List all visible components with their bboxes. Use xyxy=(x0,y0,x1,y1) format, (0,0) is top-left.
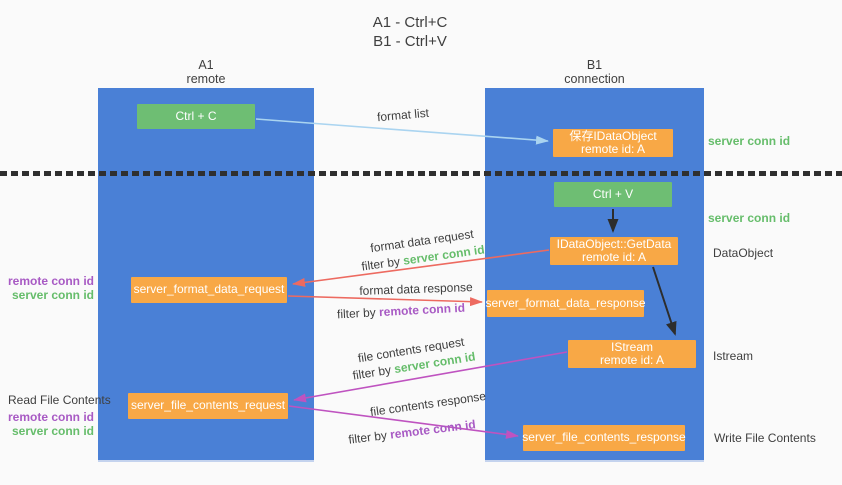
format-list-label: format list xyxy=(376,105,430,125)
dataobject-annotation: DataObject xyxy=(713,246,774,260)
server-conn-id-annotation-left-mid: server conn id xyxy=(11,287,94,302)
write-file-contents-annotation: Write File Contents xyxy=(714,431,816,445)
getdata-line1: IDataObject::GetData xyxy=(556,236,672,251)
ctrl-c-label: Ctrl + C xyxy=(175,108,217,123)
filter-by-text: filter by xyxy=(347,428,388,447)
session-divider-dotted-line xyxy=(0,171,842,176)
istream-line2: remote id: A xyxy=(599,353,665,367)
server-file-contents-response-node: server_file_contents_response xyxy=(522,425,686,451)
save-dataobject-line1: 保存IDataObject xyxy=(569,128,657,143)
getdata-node: IDataObject::GetData remote id: A xyxy=(550,237,678,265)
server-format-data-request-node: server_format_data_request xyxy=(131,277,287,303)
file-contents-response-filter-label: filter by remote conn id xyxy=(348,417,477,447)
format-data-response-label: format data response xyxy=(359,280,473,298)
lane-a1-role: remote xyxy=(186,71,226,86)
lane-header-a1: A1 remote xyxy=(98,58,314,86)
lane-a1-name: A1 xyxy=(198,58,214,72)
ctrl-v-node: Ctrl + V xyxy=(554,182,672,207)
lane-b1-name: B1 xyxy=(586,58,603,72)
server-format-data-response-label: server_format_data_response xyxy=(485,295,646,310)
diagram-title: A1 - Ctrl+C B1 - Ctrl+V xyxy=(0,13,820,51)
lane-header-b1: B1 connection xyxy=(485,58,704,86)
remote-conn-id-key: remote conn id xyxy=(378,300,466,320)
server-conn-id-annotation-mid: server conn id xyxy=(708,211,791,225)
filter-by-text: filter by xyxy=(360,254,401,274)
istream-line1: IStream xyxy=(610,339,653,354)
save-dataobject-line2: remote id: A xyxy=(580,142,646,156)
server-file-contents-response-label: server_file_contents_response xyxy=(522,430,686,445)
istream-node: IStream remote id: A xyxy=(568,340,696,368)
filter-by-text: filter by xyxy=(336,305,377,322)
left-bottom-conn-ids: remote conn id server conn id xyxy=(8,410,95,438)
server-file-contents-request-node: server_file_contents_request xyxy=(128,393,288,419)
getdata-line2: remote id: A xyxy=(581,250,647,264)
remote-conn-id-key: remote conn id xyxy=(389,417,477,442)
server-conn-id-annotation-top: server conn id xyxy=(708,134,791,148)
title-line-1: A1 - Ctrl+C xyxy=(372,14,448,31)
istream-annotation: Istream xyxy=(713,349,754,363)
save-dataobject-node: 保存IDataObject remote id: A xyxy=(553,129,673,157)
server-format-data-request-label: server_format_data_request xyxy=(133,282,285,297)
ctrl-v-label: Ctrl + V xyxy=(592,186,634,201)
server-file-contents-request-label: server_file_contents_request xyxy=(130,398,286,413)
filter-by-text: filter by xyxy=(351,362,393,383)
format-data-response-filter-label: filter by remote conn id xyxy=(337,301,466,322)
remote-conn-id-annotation-bottom: remote conn id xyxy=(8,410,95,424)
remote-conn-id-annotation-mid: remote conn id xyxy=(8,274,95,288)
read-file-contents-annotation: Read File Contents xyxy=(8,393,111,407)
server-format-data-response-node: server_format_data_response xyxy=(485,290,646,317)
left-mid-conn-ids: remote conn id server conn id xyxy=(8,274,95,302)
title-line-2: B1 - Ctrl+V xyxy=(373,33,447,50)
ctrl-c-node: Ctrl + C xyxy=(137,104,255,129)
lane-b1-role: connection xyxy=(564,71,625,86)
server-conn-id-annotation-left-bottom: server conn id xyxy=(11,423,94,438)
file-contents-response-label: file contents response xyxy=(369,388,487,420)
